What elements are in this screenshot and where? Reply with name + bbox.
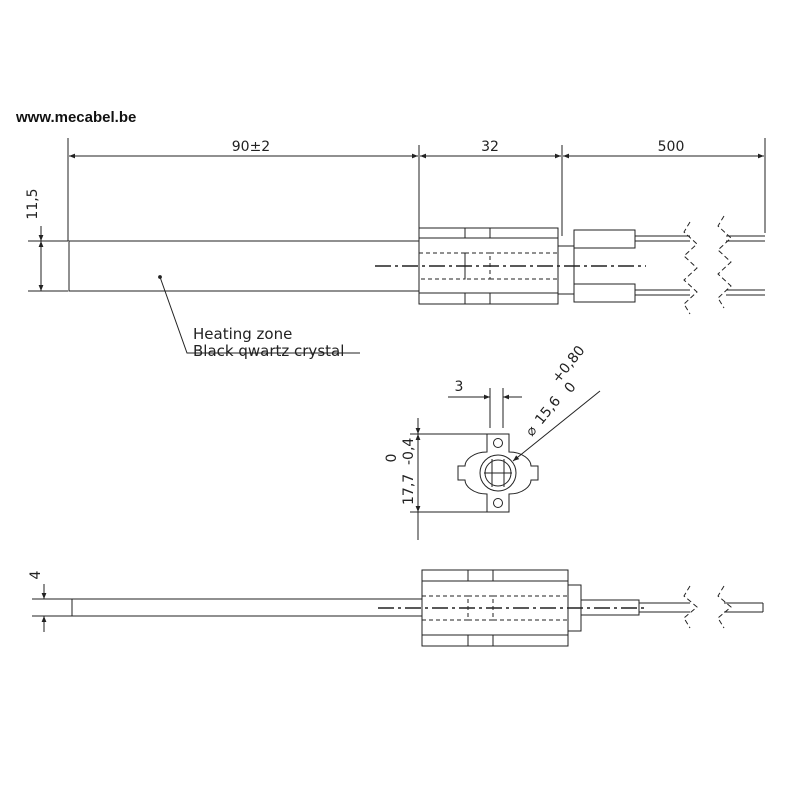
- label-flange-diameter-group: ⌀ 15,6 +0,80 0: [523, 343, 589, 440]
- break-mark-left: [683, 221, 698, 315]
- wire-sleeve-top: [573, 229, 636, 249]
- center-bore-outer: [479, 454, 517, 492]
- label-flange-tol-lower: 0: [562, 379, 580, 396]
- label-flange-height: 17,7: [401, 474, 417, 505]
- site-url: www.mecabel.be: [16, 109, 137, 126]
- heating-rod-side: [71, 598, 423, 617]
- break-mark-side-left: [683, 585, 698, 629]
- label-slot-width: 3: [455, 379, 464, 395]
- label-diameter-top: 11,5: [25, 188, 41, 219]
- label-height-tol-upper: 0: [384, 454, 400, 463]
- wire-sleeve-bottom: [573, 283, 636, 303]
- break-mark-right: [717, 215, 732, 309]
- mount-hole-top: [493, 438, 503, 448]
- break-mark-side-right: [717, 585, 732, 629]
- leader-line-heating-zone: [159, 276, 360, 354]
- flange-outline: [457, 433, 539, 513]
- label-flange-diameter: 15,6: [532, 393, 564, 427]
- label-wire-length: 500: [658, 139, 685, 155]
- heating-rod: [68, 240, 420, 292]
- mount-hole-bottom: [493, 498, 503, 508]
- label-material: Black qwartz crystal: [193, 342, 344, 360]
- label-heating-length: 90±2: [232, 139, 270, 155]
- label-diameter-bottom: 4: [28, 570, 44, 579]
- rear-flange: [557, 245, 575, 295]
- diameter-symbol: ⌀: [523, 422, 541, 439]
- leader-line-diameter: [512, 390, 601, 462]
- label-heating-zone: Heating zone: [193, 325, 292, 343]
- bottom-view: [32, 569, 764, 647]
- label-height-tol-lower: -0,4: [401, 438, 417, 465]
- top-view: [28, 138, 766, 354]
- label-body-length: 32: [481, 139, 499, 155]
- end-view: [410, 388, 601, 540]
- label-flange-tol-upper: +0,80: [549, 343, 588, 386]
